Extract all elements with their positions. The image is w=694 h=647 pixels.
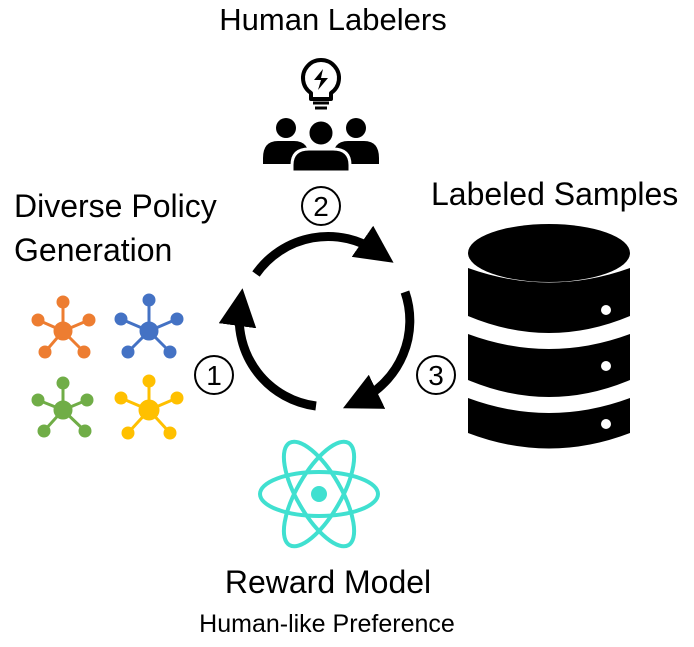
policy-network-icon-blue <box>114 293 184 359</box>
people-icon <box>263 118 379 174</box>
diverse-policy-generation-title: Diverse Policy Generation <box>14 184 217 272</box>
policy-network-icon-yellow <box>114 374 184 440</box>
cycle-arrow-right <box>342 290 415 409</box>
step-marker-3: 3 <box>416 355 456 395</box>
cycle-arrows <box>218 225 415 411</box>
step-number-3: 3 <box>428 360 444 391</box>
diverse-policy-title-line-1: Diverse Policy <box>14 188 217 224</box>
labeled-samples-title: Labeled Samples <box>431 176 679 212</box>
policy-network-icon-orange <box>31 295 96 359</box>
step-number-2: 2 <box>313 191 329 222</box>
cycle-arrow-left <box>218 288 317 411</box>
diverse-policy-title-line-2: Generation <box>14 232 173 268</box>
step-marker-2: 2 <box>301 186 341 226</box>
step-number-1: 1 <box>206 360 222 391</box>
reward-model-title: Reward Model <box>224 564 432 600</box>
lightbulb-icon <box>301 58 341 110</box>
cycle-arrow-top <box>252 225 394 277</box>
step-marker-1: 1 <box>194 355 234 395</box>
human-like-preference-subtitle: Human-like Preference <box>199 610 455 638</box>
database-icon <box>468 224 630 449</box>
atom-icon <box>258 439 380 549</box>
human-labelers-title: Human Labelers <box>219 2 447 37</box>
policy-network-icon-green <box>31 376 94 438</box>
